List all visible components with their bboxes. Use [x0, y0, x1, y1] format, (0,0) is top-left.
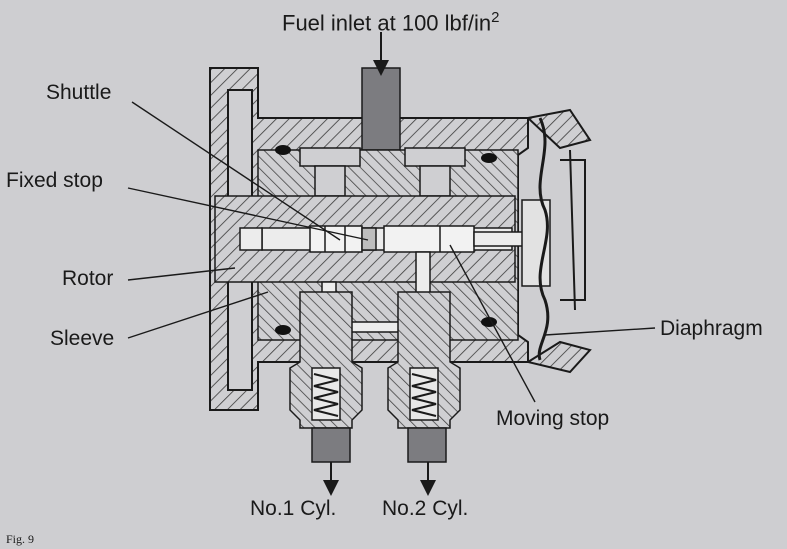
o-rings	[275, 145, 497, 335]
outlet-fitting-2	[387, 291, 461, 429]
diaphragm	[521, 117, 586, 361]
fixed-stop-label: Fixed stop	[6, 169, 103, 192]
diaphragm-label: Diaphragm	[660, 317, 763, 340]
title-main: Fuel inlet at 100 lbf/in	[282, 10, 492, 36]
outlet-fitting-1	[289, 291, 363, 429]
leader-lines	[127, 101, 656, 403]
title-superscript: 2	[491, 9, 500, 26]
title-label: Fuel inlet at 100 lbf/in2	[282, 10, 499, 34]
figure-number: Fig. 9	[6, 532, 35, 546]
sleeve-label: Sleeve	[50, 327, 115, 350]
rotor-label: Rotor	[62, 267, 114, 290]
outlet-pipe-1	[311, 427, 351, 463]
shuttle-label: Shuttle	[46, 81, 112, 104]
outlet-pipe-2	[407, 427, 447, 463]
shuttle	[309, 225, 363, 253]
outlet-1-label: No.1 Cyl.	[250, 497, 337, 520]
inlet-pipe	[361, 67, 401, 151]
moving-stop	[383, 225, 525, 253]
outlet-2-label: No.2 Cyl.	[382, 497, 469, 520]
moving-stop-label: Moving stop	[496, 407, 610, 430]
